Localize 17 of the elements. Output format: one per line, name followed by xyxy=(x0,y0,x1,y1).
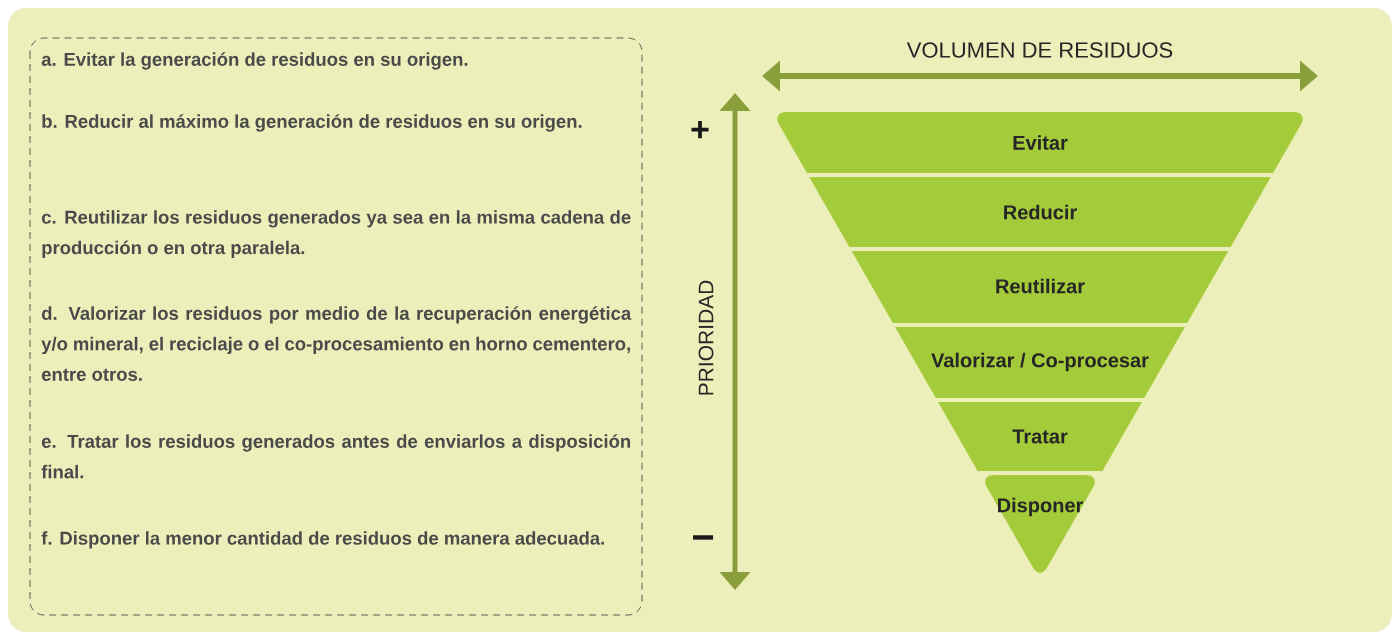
pyramid-band: Reutilizar xyxy=(851,251,1229,323)
plus-sign: + xyxy=(691,121,709,139)
list-item: e. Tratar los residuos generados antes de enviarlos a disposición final. xyxy=(41,434,631,479)
axis-label: VOLUMEN DE RESIDUOS xyxy=(906,42,1173,58)
dashed-box xyxy=(29,37,643,616)
pyramid-band: Reducir xyxy=(809,177,1271,247)
pyramid-band: Disponer xyxy=(985,475,1095,573)
list-item: b. Reducir al máximo la generación de residuos en su origen. xyxy=(42,114,582,132)
minus-sign: − xyxy=(693,535,714,540)
pyramid-band: Tratar xyxy=(938,402,1142,471)
list-item: d. Valorizar los residuos por medio de la recuperación energética y/o mineral, el reciclaje o el co-procesamiento en horno cementero, entre otros. xyxy=(41,306,632,381)
axis-label: PRIORIDAD xyxy=(698,280,714,395)
pyramid-band: Evitar xyxy=(777,112,1303,173)
pyramid-band: Valorizar / Co-procesar xyxy=(895,327,1185,398)
list-item: a. Evitar la generación de residuos en su origen. xyxy=(41,52,468,70)
list-item: c. Reutilizar los residuos generados ya sea en la misma cadena de producción o en otra paralela. xyxy=(41,210,631,258)
list-item: f. Disponer la menor cantidad de residuos de manera adecuada. xyxy=(41,531,604,549)
